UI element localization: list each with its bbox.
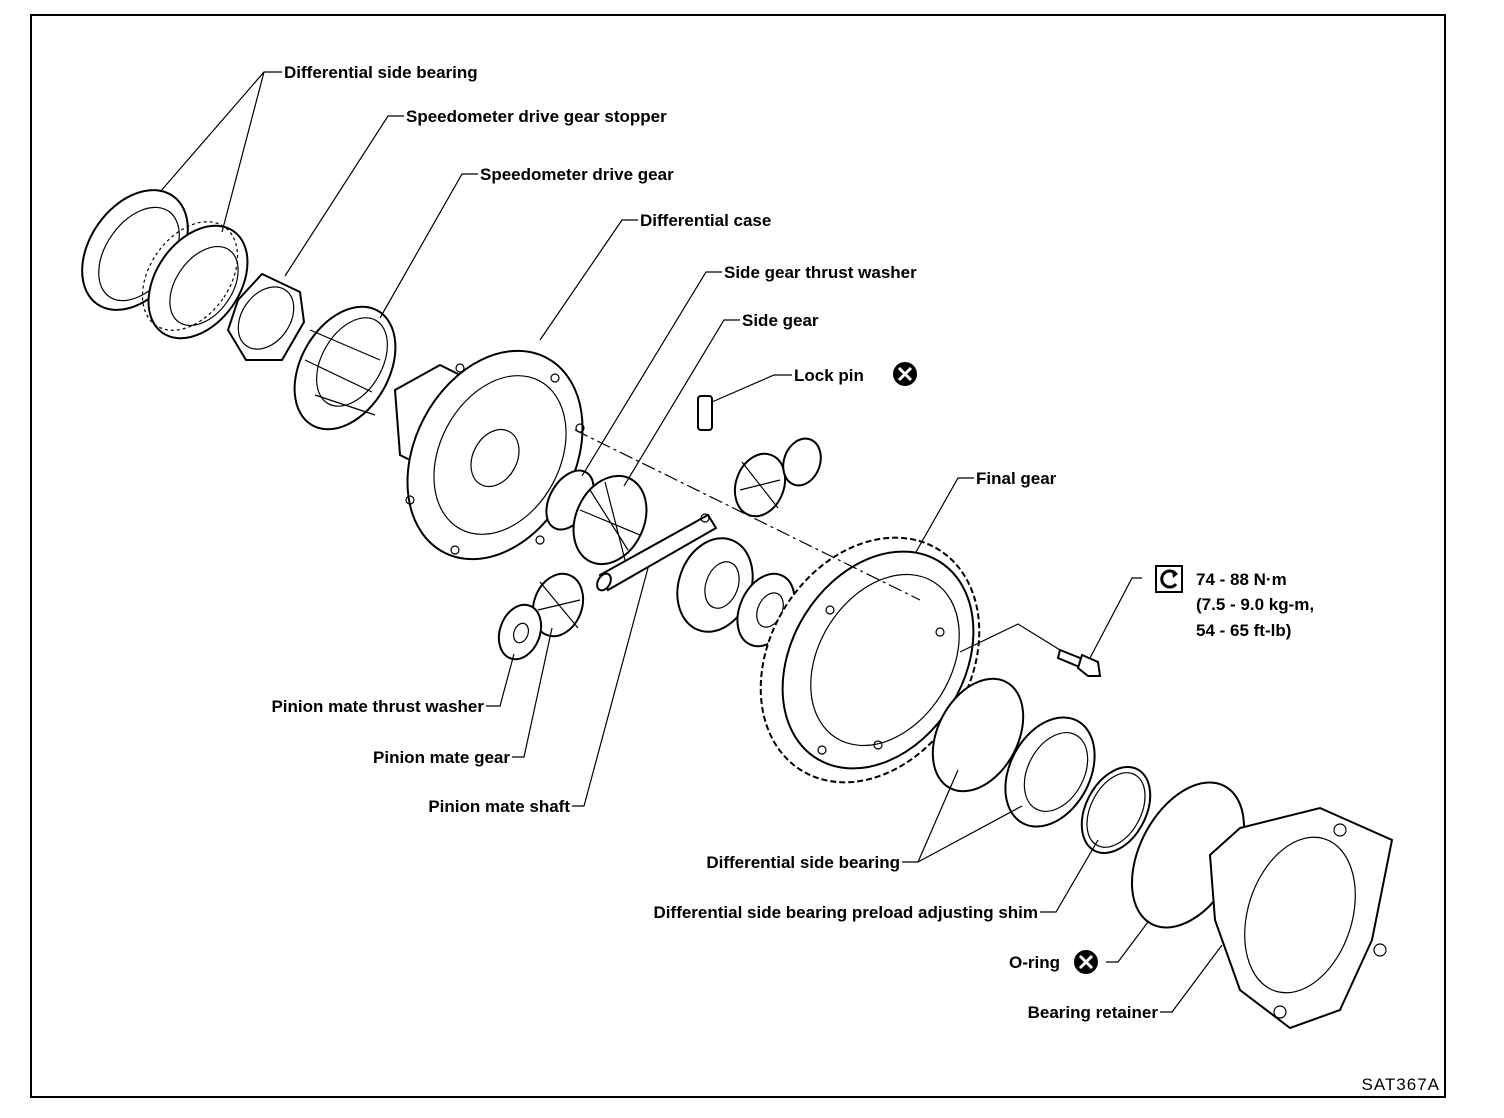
torque-wrench-icon bbox=[1155, 565, 1183, 593]
label-diff-case: Differential case bbox=[640, 211, 771, 230]
circle-x-icon bbox=[893, 362, 917, 386]
label-side-gear-washer: Side gear thrust washer bbox=[724, 263, 917, 282]
final-gear bbox=[759, 536, 981, 784]
figure-code: SAT367A bbox=[1361, 1075, 1440, 1094]
pinion-mate-gear-lower bbox=[531, 572, 585, 638]
label-speedo-stopper: Speedometer drive gear stopper bbox=[406, 107, 667, 126]
torque-line-1: 74 - 88 N·m bbox=[1196, 570, 1287, 589]
side-gear-left bbox=[572, 474, 648, 566]
centerline bbox=[574, 429, 921, 601]
label-pinion-washer: Pinion mate thrust washer bbox=[271, 697, 484, 716]
speedo-gear bbox=[293, 305, 397, 431]
bearing-roller-bottom bbox=[1004, 716, 1096, 828]
final-gear-bolt bbox=[1056, 648, 1102, 677]
label-diff-side-bearing-top: Differential side bearing bbox=[284, 63, 478, 82]
lock-pin bbox=[697, 395, 713, 431]
label-o-ring: O-ring bbox=[1009, 953, 1060, 972]
label-pinion-gear: Pinion mate gear bbox=[373, 748, 510, 767]
torque-line-3: 54 - 65 ft-lb) bbox=[1196, 621, 1291, 640]
pinion-mate-gear-upper bbox=[733, 452, 787, 518]
differential-case bbox=[393, 349, 585, 561]
pinion-mate-shaft bbox=[596, 513, 718, 592]
label-side-gear: Side gear bbox=[742, 311, 819, 330]
label-diff-side-bearing-bottom: Differential side bearing bbox=[706, 853, 900, 872]
label-pinion-shaft: Pinion mate shaft bbox=[428, 797, 570, 816]
torque-line-2: (7.5 - 9.0 kg-m, bbox=[1196, 595, 1314, 614]
label-final-gear: Final gear bbox=[976, 469, 1057, 488]
label-lock-pin: Lock pin bbox=[794, 366, 864, 385]
diagram-frame bbox=[30, 14, 1446, 1098]
label-speedo-gear: Speedometer drive gear bbox=[480, 165, 674, 184]
label-bearing-retainer: Bearing retainer bbox=[1028, 1003, 1159, 1022]
bearing-roller-top bbox=[141, 221, 249, 340]
preload-shim bbox=[1080, 766, 1152, 854]
label-preload-shim: Differential side bearing preload adjust… bbox=[654, 903, 1038, 922]
leader-lines bbox=[159, 71, 1223, 1013]
speedo-stopper bbox=[226, 272, 306, 361]
pinion-washer-upper bbox=[782, 437, 822, 487]
pinion-washer-lower bbox=[497, 603, 543, 661]
bearing-retainer bbox=[1208, 806, 1394, 1030]
circle-x-icon bbox=[1074, 950, 1098, 974]
